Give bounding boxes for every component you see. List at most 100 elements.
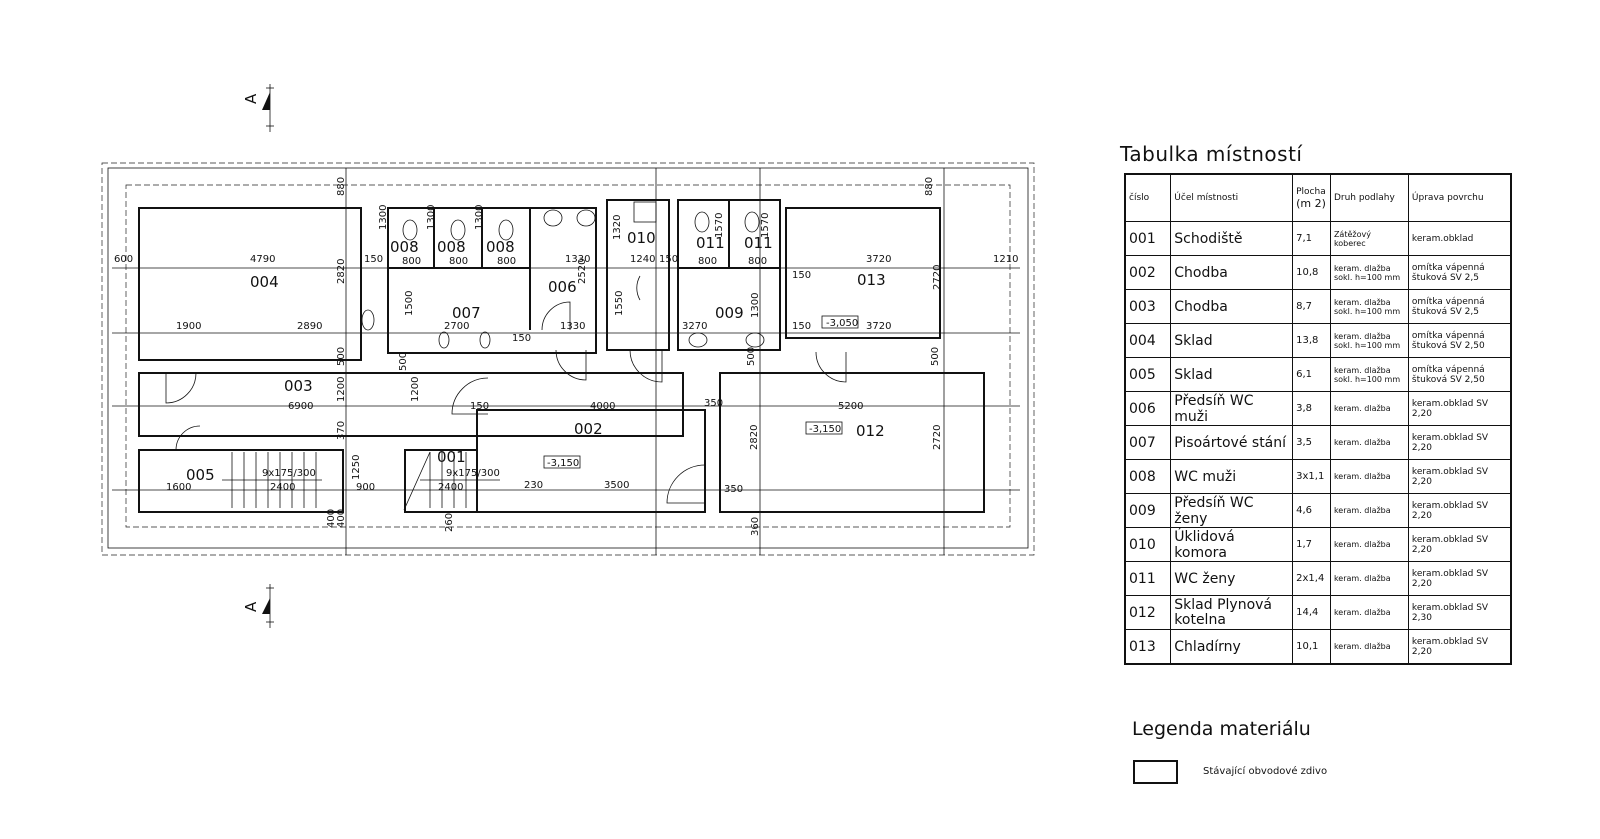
row-area: 10,1 (1292, 629, 1331, 665)
stair-note-001: 9x175/300 (446, 468, 500, 479)
row-area: 7,1 (1292, 221, 1331, 256)
svg-text:1240: 1240 (630, 254, 655, 265)
svg-text:360: 360 (750, 517, 761, 536)
svg-text:1500: 1500 (404, 291, 415, 316)
svg-text:150: 150 (792, 270, 811, 281)
svg-text:400: 400 (336, 509, 347, 528)
row-name: Pisoártové stání (1170, 425, 1294, 460)
header-floor: Druh podlahy (1329, 173, 1409, 222)
row-floor: keram. dlažba (1329, 595, 1409, 630)
table-row: 004 Sklad 13,8 keram. dlažba sokl. h=100… (1124, 323, 1512, 358)
svg-text:2400: 2400 (270, 482, 295, 493)
room-label-005: 005 (186, 466, 215, 484)
svg-text:3270: 3270 (682, 321, 707, 332)
row-area: 10,8 (1292, 255, 1331, 290)
header-num: číslo (1124, 173, 1172, 222)
row-floor: Zátěžový koberec (1329, 221, 1409, 256)
row-name: Chodba (1170, 289, 1294, 324)
svg-text:2890: 2890 (297, 321, 322, 332)
svg-text:230: 230 (524, 480, 543, 491)
footing-line (125, 184, 1011, 528)
row-surface: omítka vápenná štuková SV 2,5 (1407, 255, 1512, 290)
row-name: Předsíň WC ženy (1170, 493, 1294, 528)
room-label-008: 008 (390, 238, 419, 256)
svg-text:4000: 4000 (590, 401, 615, 412)
svg-text:350: 350 (704, 398, 723, 409)
row-floor: keram. dlažba (1329, 561, 1409, 596)
row-name: WC ženy (1170, 561, 1294, 596)
row-surface: omítka vápenná štuková SV 2,50 (1407, 323, 1512, 358)
row-surface: omítka vápenná štuková SV 2,5 (1407, 289, 1512, 324)
legend-swatch-existing-wall (1133, 760, 1178, 784)
table-row: 002 Chodba 10,8 keram. dlažba sokl. h=10… (1124, 255, 1512, 290)
svg-text:880: 880 (924, 177, 935, 196)
table-row: 008 WC muži 3x1,1 keram. dlažba keram.ob… (1124, 459, 1512, 494)
row-num: 012 (1124, 595, 1172, 630)
svg-text:1300: 1300 (378, 205, 389, 230)
row-num: 013 (1124, 629, 1172, 665)
svg-text:6900: 6900 (288, 401, 313, 412)
room-label-006: 006 (548, 278, 577, 296)
svg-text:800: 800 (402, 256, 421, 267)
table-row: 007 Pisoártové stání 3,5 keram. dlažba k… (1124, 425, 1512, 460)
row-surface: keram.obklad SV 2,30 (1407, 595, 1512, 630)
elevation-marks: -3,050 -3,150 -3,150 (543, 315, 859, 469)
row-area: 6,1 (1292, 357, 1331, 392)
row-surface: keram.obklad SV 2,20 (1407, 459, 1512, 494)
row-num: 007 (1124, 425, 1172, 460)
svg-text:2820: 2820 (749, 425, 760, 450)
wall-room-013 (785, 207, 941, 339)
svg-text:350: 350 (724, 484, 743, 495)
room-label-008: 008 (437, 238, 466, 256)
stair-note-005: 9x175/300 (262, 468, 316, 479)
svg-text:800: 800 (497, 256, 516, 267)
svg-text:500: 500 (746, 347, 757, 366)
rooms-table-header: číslo Účel místnosti Plocha (m 2) Druh p… (1124, 173, 1512, 222)
room-label-002: 002 (574, 420, 603, 438)
svg-text:150: 150 (512, 333, 531, 344)
svg-text:-3,150: -3,150 (809, 424, 841, 435)
row-area: 1,7 (1292, 527, 1331, 562)
room-label-009: 009 (715, 304, 744, 322)
room-label-012: 012 (856, 422, 885, 440)
row-surface: keram.obklad (1407, 221, 1512, 256)
section-label-bottom: A (242, 601, 260, 612)
svg-text:1570: 1570 (760, 213, 771, 238)
row-area: 8,7 (1292, 289, 1331, 324)
svg-text:1300: 1300 (426, 205, 437, 230)
svg-text:260: 260 (444, 513, 455, 532)
svg-text:800: 800 (449, 256, 468, 267)
table-row: 013 Chladírny 10,1 keram. dlažba keram.o… (1124, 629, 1512, 665)
svg-text:1320: 1320 (612, 215, 623, 240)
svg-text:400: 400 (326, 509, 337, 528)
svg-text:370: 370 (336, 421, 347, 440)
row-num: 003 (1124, 289, 1172, 324)
room-label-013: 013 (857, 271, 886, 289)
svg-text:-3,150: -3,150 (547, 458, 579, 469)
row-name: Předsíň WC muži (1170, 391, 1294, 426)
section-mark-top: A (242, 84, 274, 132)
row-num: 006 (1124, 391, 1172, 426)
row-surface: keram.obklad SV 2,20 (1407, 629, 1512, 665)
svg-text:900: 900 (356, 482, 375, 493)
svg-text:1550: 1550 (614, 291, 625, 316)
svg-text:-3,050: -3,050 (826, 318, 858, 329)
row-floor: keram. dlažba sokl. h=100 mm (1329, 255, 1409, 290)
svg-text:1330: 1330 (565, 254, 590, 265)
svg-text:3500: 3500 (604, 480, 629, 491)
floor-plan-drawing: A A (101, 84, 1035, 628)
room-label-011: 011 (696, 234, 725, 252)
row-name: Schodiště (1170, 221, 1294, 256)
svg-text:150: 150 (659, 254, 678, 265)
row-floor: keram. dlažba sokl. h=100 mm (1329, 289, 1409, 324)
row-name: Chodba (1170, 255, 1294, 290)
section-mark-bottom: A (242, 584, 274, 628)
wall-room-004 (138, 207, 362, 361)
room-label-010: 010 (627, 229, 656, 247)
header-name: Účel místnosti (1170, 173, 1294, 222)
row-area: 13,8 (1292, 323, 1331, 358)
row-area: 14,4 (1292, 595, 1331, 630)
room-label-001: 001 (437, 448, 466, 466)
row-num: 011 (1124, 561, 1172, 596)
stairs (222, 451, 500, 511)
